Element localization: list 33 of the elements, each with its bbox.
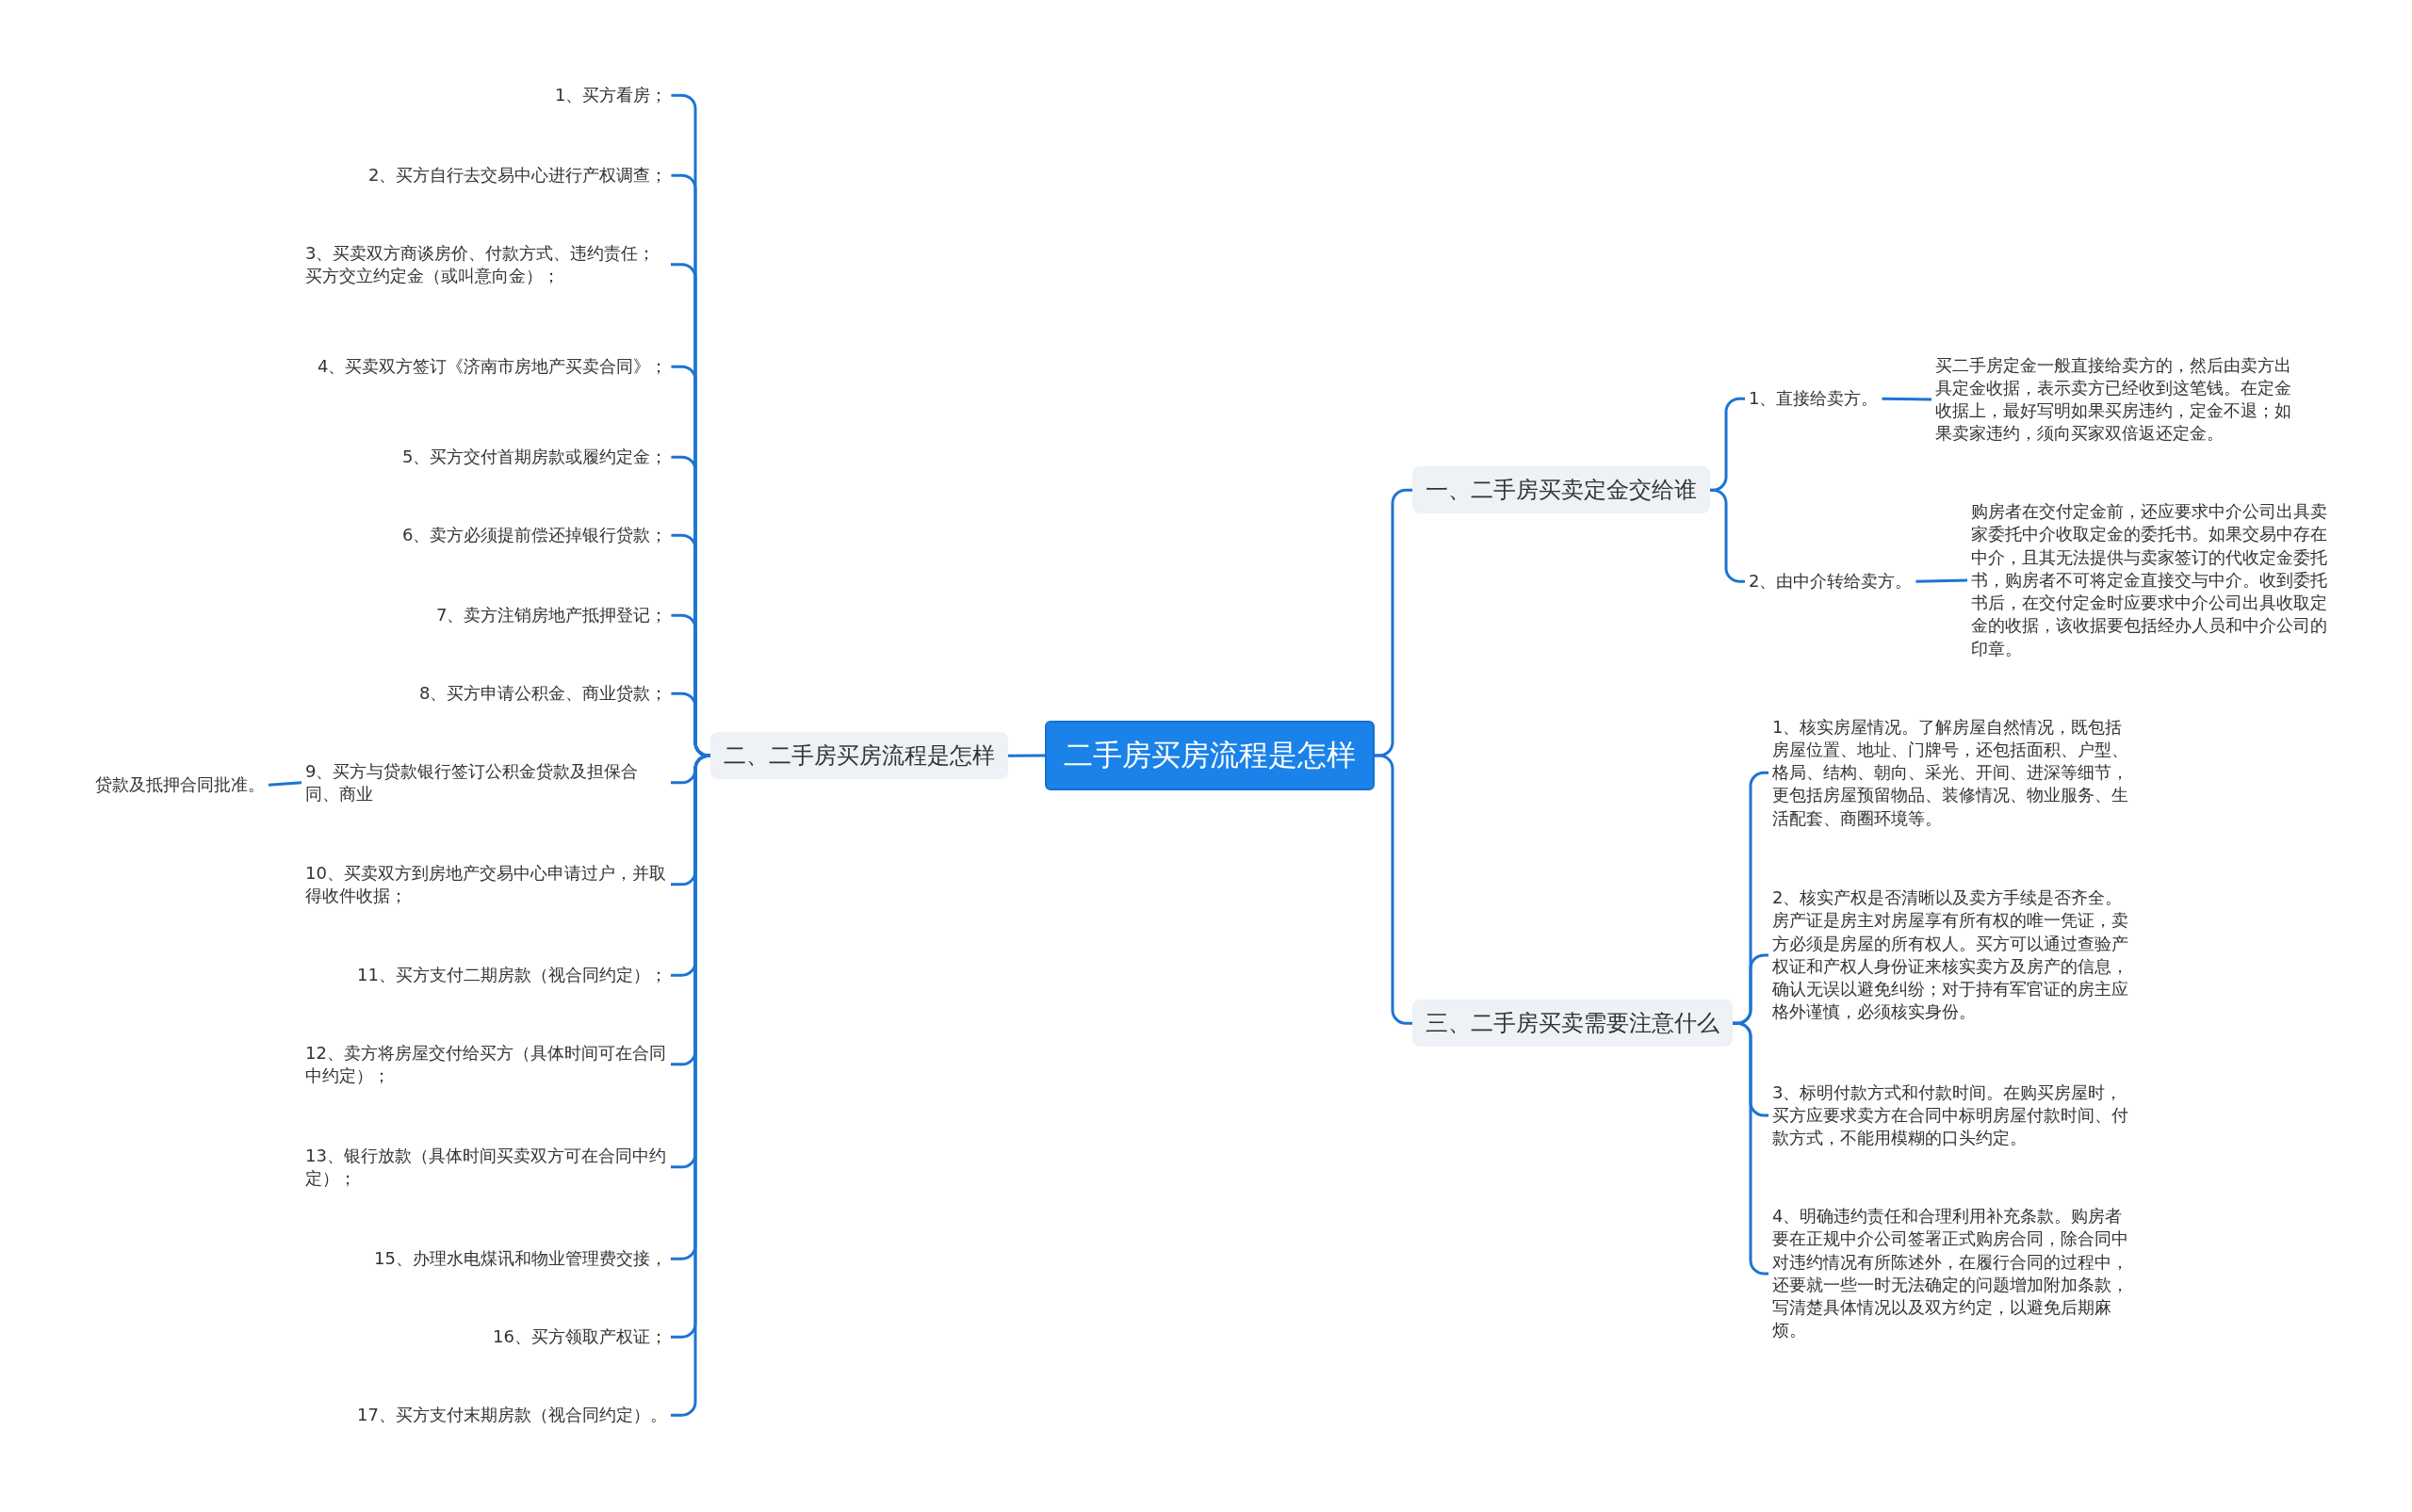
subtopic-text: 10、买卖双方到房地产交易中心申请过户，并取得收件收据； xyxy=(302,859,671,910)
subtopic-text: 2、核实产权是否清晰以及卖方手续是否齐全。房产证是房主对房屋享有所有权的唯一凭证，卖方必须是房屋的所有权人。买方可以通过查验产权证和产权人身份证来核实卖方及房产的信息，确认无误以避免纠纷；对于持有军官证的房主应格外谨慎，必须核实身份。 xyxy=(1768,885,2142,1026)
subtopic-text: 4、买卖双方签订《济南市房地产买卖合同》； xyxy=(314,353,672,381)
subtopic-text: 2、由中介转给卖方。 xyxy=(1745,568,1916,595)
subtopic-text: 15、办理水电煤讯和物业管理费交接， xyxy=(370,1245,671,1273)
subtopic-text: 1、直接给卖方。 xyxy=(1745,385,1882,413)
subtopic-text: 3、买卖双方商谈房价、付款方式、违约责任；买方交立约定金（或叫意向金）； xyxy=(302,239,671,290)
branch-topic: 一、二手房买卖定金交给谁 xyxy=(1412,466,1710,514)
subtopic-text: 8、买方申请公积金、商业贷款； xyxy=(416,680,672,707)
subtopic-text: 5、买方交付首期房款或履约定金； xyxy=(399,444,672,471)
branch-topic: 二、二手房买房流程是怎样 xyxy=(710,732,1008,780)
connector-line xyxy=(268,781,302,787)
subtopic-text: 11、买方支付二期房款（视合同约定）； xyxy=(353,962,671,989)
subtopic-text: 2、买方自行去交易中心进行产权调查； xyxy=(365,162,672,189)
subtopic-text: 买二手房定金一般直接给卖方的，然后由卖方出具定金收据，表示卖方已经收到这笔钱。在定金收据上，最好写明如果买房违约，定金不退；如果卖家违约，须向买家双倍返还定金。 xyxy=(1931,351,2308,447)
subtopic-text: 1、买方看房； xyxy=(551,82,672,109)
subtopic-text: 6、卖方必须提前偿还掉银行贷款； xyxy=(399,522,672,549)
subtopic-text: 17、买方支付末期房款（视合同约定）。 xyxy=(353,1402,671,1429)
subtopic-text: 4、明确违约责任和合理利用补充条款。购房者要在正规中介公司签署正式购房合同，除合同中对违约情况有所陈述外，在履行合同的过程中，还要就一些一时无法确定的问题增加附加条款，写清楚具体情况以及双方约定，以避免后期麻烦。 xyxy=(1768,1203,2142,1344)
subtopic-text: 贷款及抵押合同批准。 xyxy=(91,772,269,799)
subtopic-text: 12、卖方将房屋交付给买方（具体时间可在合同中约定）； xyxy=(302,1039,671,1090)
subtopic-text: 13、银行放款（具体时间买卖双方可在合同中约定）； xyxy=(302,1142,671,1193)
subtopic-text: 3、标明付款方式和付款时间。在购买房屋时，买方应要求卖方在合同中标明房屋付款时间、付款方式，不能用模糊的口头约定。 xyxy=(1768,1079,2142,1152)
subtopic-text: 7、卖方注销房地产抵押登记； xyxy=(432,602,672,629)
branch-topic: 三、二手房买卖需要注意什么 xyxy=(1412,1000,1733,1048)
subtopic-text: 16、买方领取产权证； xyxy=(489,1324,671,1351)
connector-line xyxy=(1915,578,1968,583)
connector-line xyxy=(1882,397,1932,401)
connector-line xyxy=(1008,754,1045,757)
subtopic-text: 1、核实房屋情况。了解房屋自然情况，既包括房屋位置、地址、门牌号，还包括面积、户型、格局、结构、朝向、采光、开间、进深等细节，更包括房屋预留物品、装修情况、物业服务、生活配套、商圈环境等。 xyxy=(1768,713,2142,832)
subtopic-text: 9、买方与贷款银行签订公积金贷款及担保合同、商业 xyxy=(302,757,671,808)
central-topic: 二手房买房流程是怎样 xyxy=(1045,721,1375,790)
subtopic-text: 购房者在交付定金前，还应要求中介公司出具卖家委托中介收取定金的委托书。如果交易中存在中介，且其无法提供与卖家签订的代收定金委托书，购房者不可将定金直接交与中介。收到委托书后，在交付定金时应要求中介公司出具收取定金的收据，该收据要包括经办人员和中介公司的印章。 xyxy=(1967,498,2344,663)
